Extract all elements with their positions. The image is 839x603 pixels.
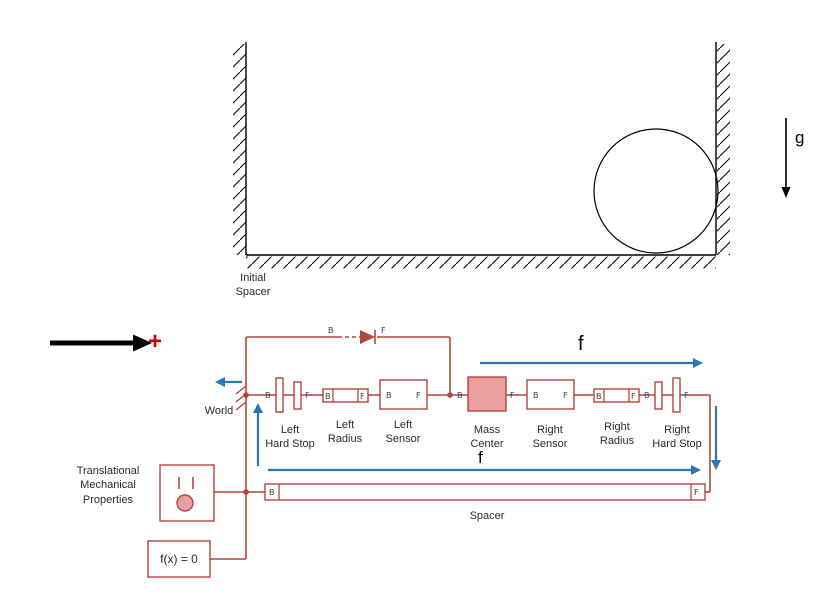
tmp-icon-ball [176, 494, 194, 512]
right-sensor-block [526, 379, 575, 410]
port-label-b: B [265, 391, 271, 400]
port-label-b: B [644, 391, 650, 400]
left-radius-block [322, 388, 369, 403]
port-label-b: B [325, 392, 331, 401]
ball [593, 128, 719, 254]
gravity-arrow [781, 118, 791, 198]
left-radius-label: Left Radius [327, 419, 363, 446]
port-label-b: B [328, 326, 334, 335]
junction-dot [243, 489, 249, 495]
port-label-f: F [381, 326, 386, 335]
origin-arrow [50, 334, 152, 352]
gravity-arrowhead [781, 187, 791, 198]
port-label-f: F [510, 391, 515, 400]
solver-block [147, 540, 211, 578]
right-hard-stop-label: Right Hard Stop [652, 424, 702, 451]
spacer-block [264, 483, 706, 501]
force-annotations [215, 358, 721, 475]
port-label-b: B [596, 392, 602, 401]
port-label-b: B [386, 391, 392, 400]
force-arrow-bottom-head [691, 465, 701, 475]
mass-center-label: Mass Center [470, 424, 504, 451]
gravity-label: g [795, 128, 805, 147]
left-sensor-label: Left Sensor [385, 419, 421, 446]
right-hard-stop-block [654, 377, 681, 413]
left-wall-hatching [233, 44, 246, 255]
tmp-label: Translational Mechanical Properties [76, 465, 140, 506]
port-label-f: F [684, 391, 689, 400]
port-label-b: B [533, 391, 539, 400]
port-label-b: B [269, 488, 275, 497]
port-label-b: B [457, 391, 463, 400]
right-radius-block [593, 388, 640, 403]
port-label-f: F [563, 391, 568, 400]
force-arrow-world-left-head [215, 377, 225, 387]
right-wall-hatching [717, 44, 730, 255]
port-label-f: F [416, 391, 421, 400]
origin-arrowhead [133, 334, 152, 352]
left-hard-stop-block [275, 377, 302, 413]
force-arrow-left-up-head [253, 403, 263, 413]
junction-dot [243, 392, 249, 398]
initial-spacer-label: Initial Spacer [235, 272, 271, 299]
force-top-label: f [578, 333, 584, 355]
left-sensor-block [379, 379, 428, 410]
port-label-f: F [305, 391, 310, 400]
solver-label: f(x) = 0 [160, 552, 198, 566]
world-label: World [204, 405, 234, 417]
world-ground-icon [235, 385, 247, 411]
spacer-label: Spacer [469, 510, 505, 522]
right-radius-label: Right Radius [599, 421, 635, 448]
junction-dot [447, 392, 453, 398]
mass-center-body [467, 376, 507, 412]
right-sensor-label: Right Sensor [532, 424, 568, 451]
port-label-f: F [694, 488, 699, 497]
left-hard-stop-label: Left Hard Stop [265, 424, 315, 451]
port-label-f: F [631, 392, 636, 401]
floor-hatching [246, 256, 716, 269]
force-arrow-right-down-head [711, 460, 721, 470]
port-labels: B F B F B F B F B F B F B F B F B F [265, 326, 699, 497]
force-bottom-label: f [478, 448, 483, 467]
tmp-block [159, 464, 215, 522]
schematic-enclosure [233, 42, 730, 269]
origin-plus-sign: + [148, 328, 163, 355]
initial-spacer-diode-icon [360, 330, 375, 344]
force-arrow-top-head [693, 358, 703, 368]
port-label-f: F [360, 392, 365, 401]
mass-center-block [467, 376, 507, 412]
